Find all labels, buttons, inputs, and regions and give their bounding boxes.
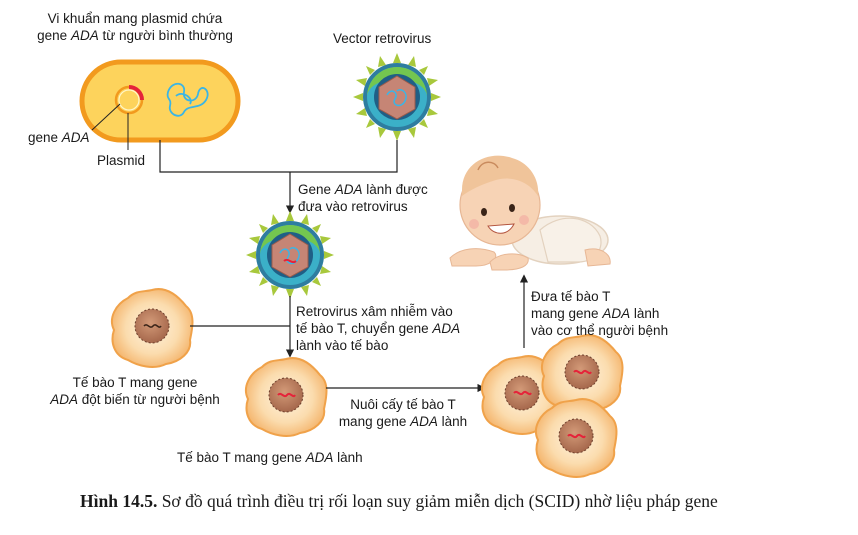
bacteria-label-line1: Vi khuẩn mang plasmid chứa — [47, 11, 223, 26]
cultured-cell-3 — [534, 398, 618, 478]
step2-label: Retrovirus xâm nhiễm vào tế bào T, chuyể… — [296, 304, 461, 353]
vector-label: Vector retrovirus — [333, 31, 432, 46]
culture-label: Nuôi cấy tế bào T mang gene ADA lành — [338, 397, 468, 429]
bacterium — [79, 59, 241, 143]
figure-caption: Hình 14.5. Sơ đồ quá trình điều trị rối … — [80, 491, 718, 511]
bacteria-label: Vi khuẩn mang plasmid chứa gene ADA từ n… — [30, 10, 240, 44]
return-label: Đưa tế bào T mang gene ADA lành vào cơ t… — [531, 289, 669, 338]
healthy-t-cell — [244, 357, 328, 437]
mutant-t-cell — [110, 288, 194, 368]
gene-ada-label: gene ADA — [28, 130, 90, 145]
mutant-cell-label: Tế bào T mang gene ADA đột biến từ người… — [50, 375, 220, 407]
vector-retrovirus-icon — [352, 52, 442, 142]
recombinant-retrovirus-icon — [245, 210, 335, 300]
combine-connector — [159, 140, 398, 173]
plasmid-ring — [114, 85, 144, 115]
healthy-cell-label: Tế bào T mang gene ADA lành — [177, 450, 363, 465]
baby-patient-icon — [449, 155, 611, 271]
bacterial-dna-icon — [166, 82, 209, 117]
gene-ada-pointer — [91, 103, 121, 131]
bacteria-label-line2: gene ADA từ người bình thường — [37, 28, 233, 43]
step1-label-line2: đưa vào retrovirus — [298, 199, 408, 214]
cultured-cell-2 — [540, 334, 624, 414]
cultured-cell-1 — [480, 355, 564, 435]
step1-label: Gene ADA lành được — [298, 182, 428, 197]
plasmid-label: Plasmid — [97, 153, 146, 168]
